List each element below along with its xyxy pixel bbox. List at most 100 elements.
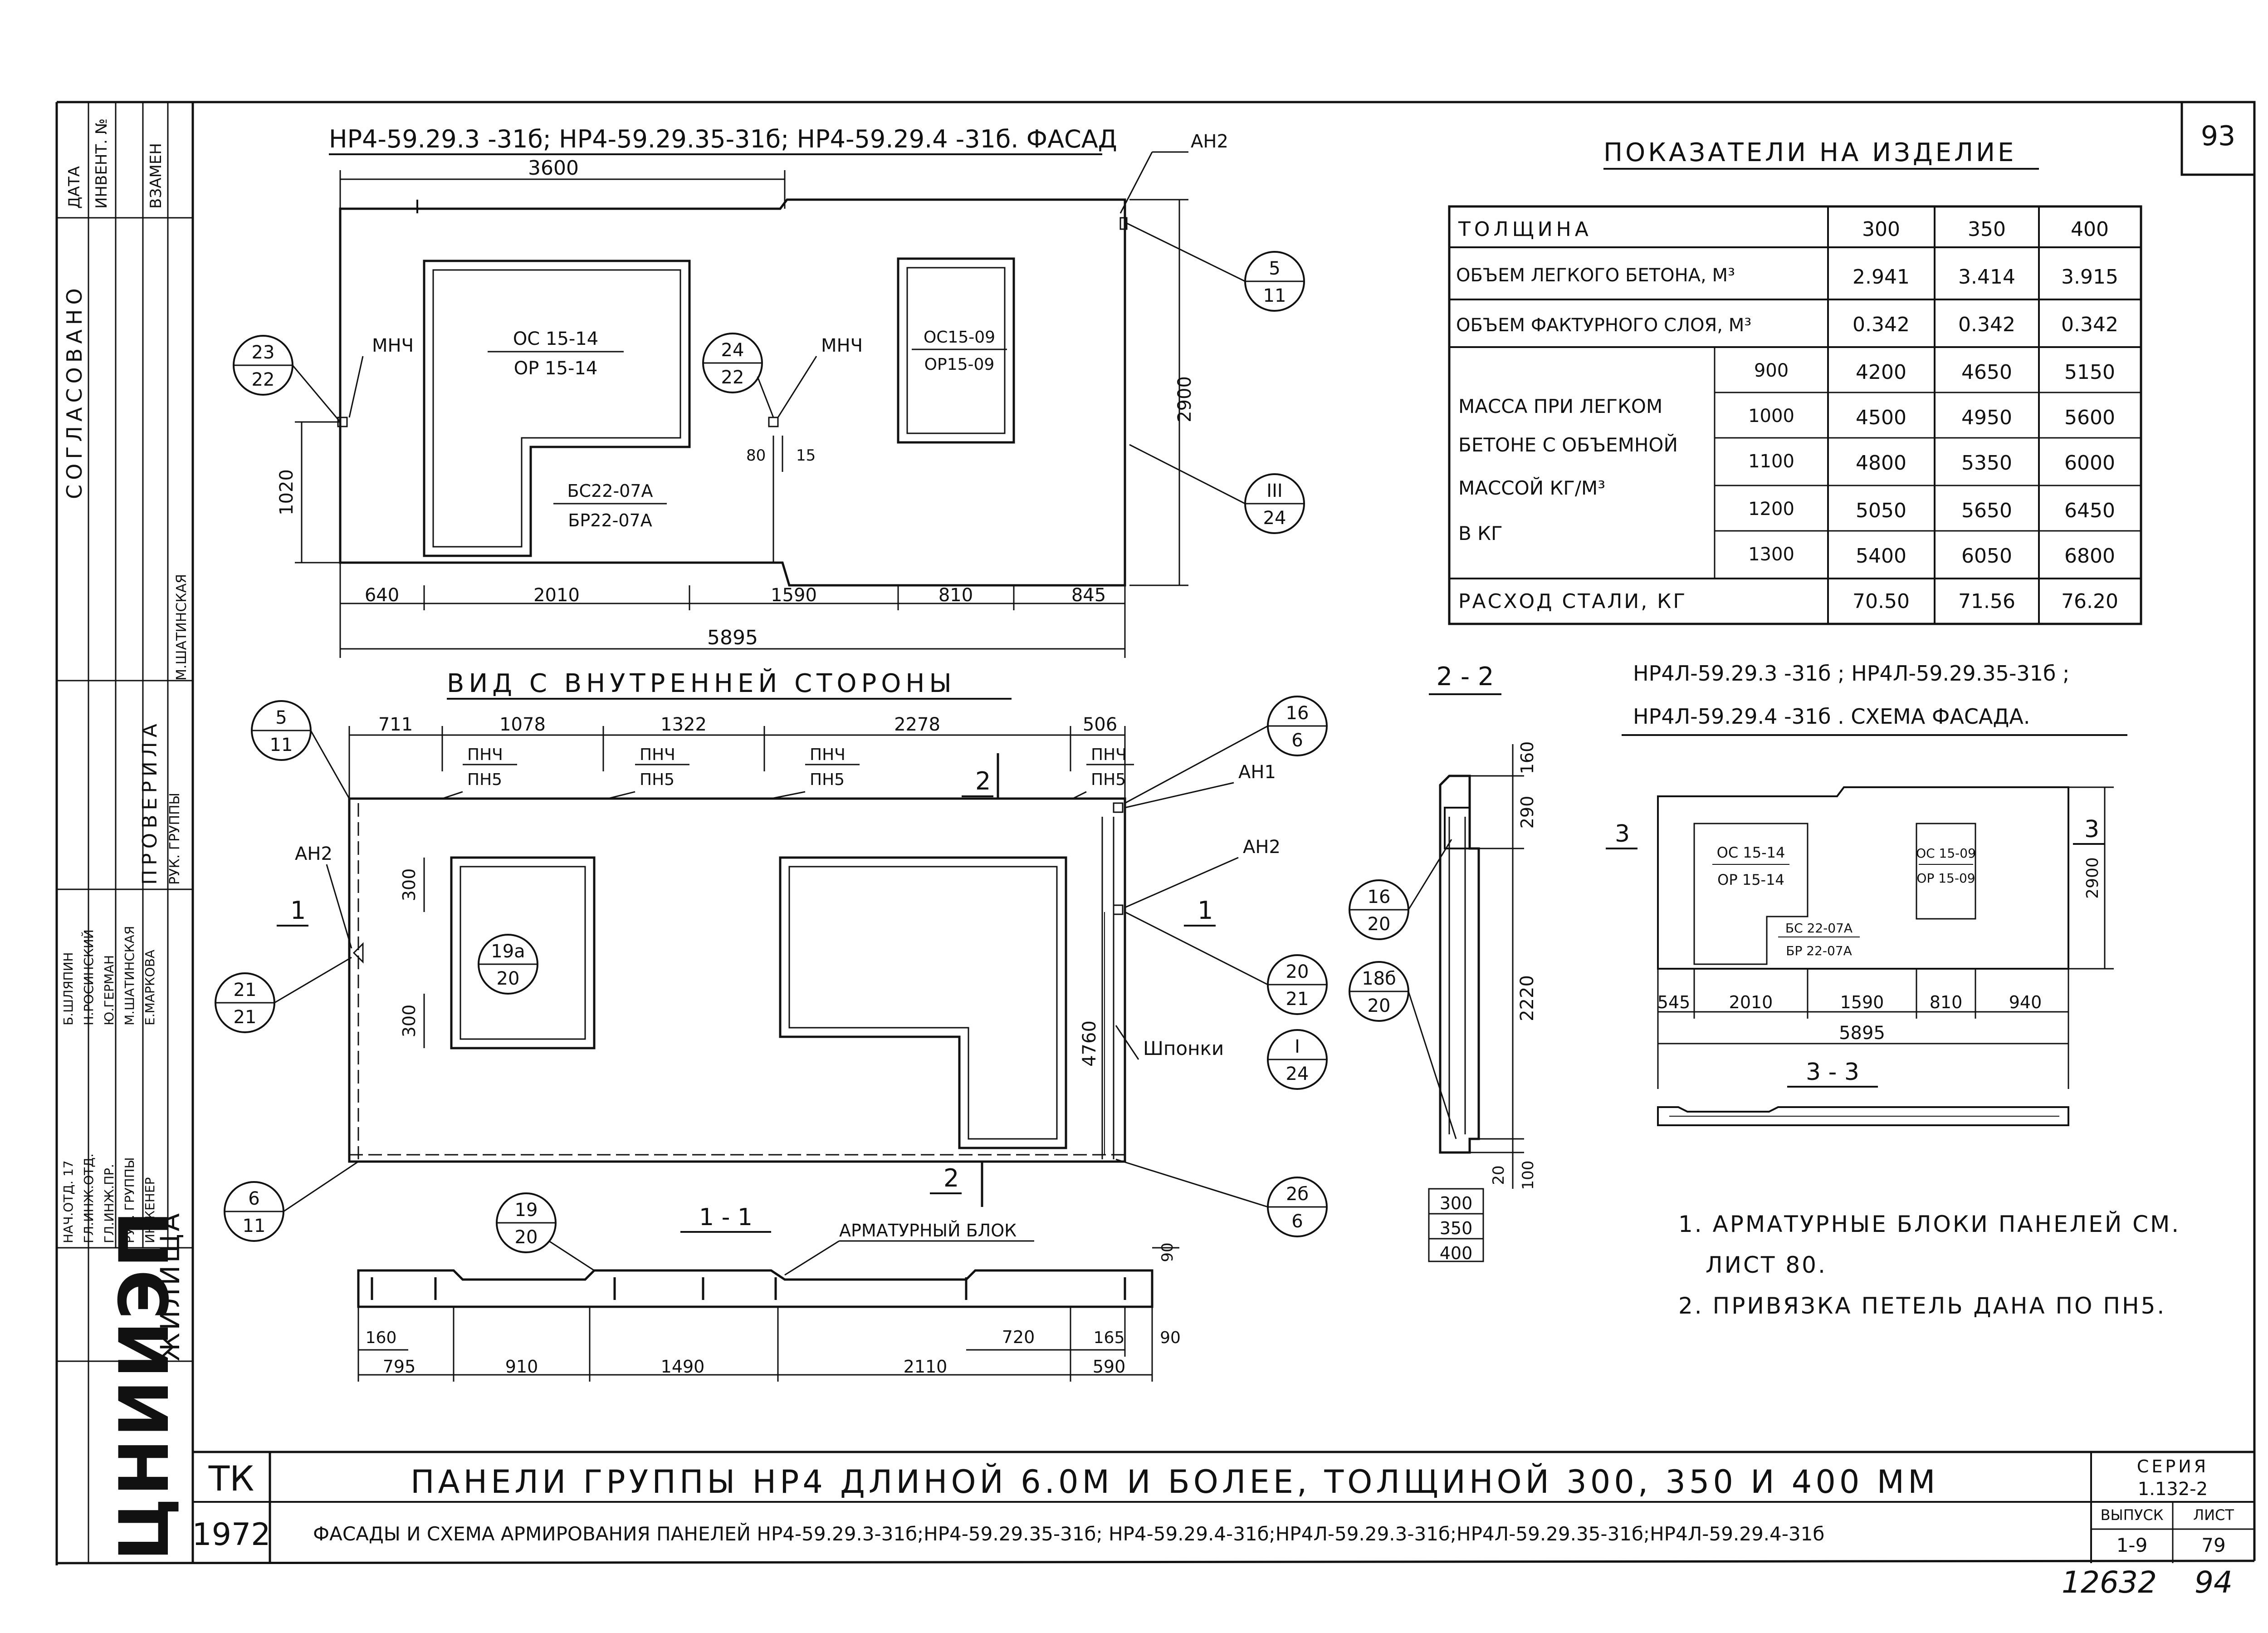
callout-den: 11 — [243, 1216, 266, 1236]
callout-num: 16 — [1368, 887, 1391, 907]
scheme-dim: 810 — [1930, 992, 1963, 1012]
facade-mnch-left: МНЧ — [372, 335, 414, 356]
sec22-dim: 20 — [1490, 1165, 1508, 1185]
series-value: 1.132-2 — [2138, 1479, 2208, 1500]
section-3-3-profile — [1657, 1106, 2069, 1126]
callout-2b-6: 2б 6 — [1115, 1158, 1328, 1237]
table-thickness-300: 300 — [1862, 218, 1900, 241]
stamp-name: Б.ШЛЯПИН — [61, 952, 76, 1025]
stamp-name: Е.МАРКОВА — [142, 950, 157, 1025]
pn5-text: ПН5 — [1091, 770, 1126, 789]
stamp-role: РУК. ГРУППЫ — [122, 1157, 137, 1243]
pn5-text: ПН5 — [640, 770, 675, 789]
facade-window1-bottom: ОР 15-14 — [514, 358, 598, 379]
callout-den: 24 — [1263, 508, 1286, 529]
cut-1-left: 1 — [290, 896, 306, 925]
table-steel-label: РАСХОД СТАЛИ, КГ — [1458, 590, 1687, 613]
facade-dim-top: 3600 — [528, 157, 579, 180]
table-cell: 4200 — [1856, 361, 1906, 384]
callout-num: I — [1295, 1036, 1300, 1057]
stamp-name: Н.РОСИНСКИЙ — [81, 929, 96, 1025]
left-stamp — [57, 102, 193, 1563]
callout-den: 20 — [1368, 995, 1391, 1016]
table-cell: 6450 — [2064, 499, 2115, 522]
table-cell: 70.50 — [1853, 590, 1910, 613]
callout-den: 6 — [1291, 730, 1303, 751]
section-2-2-profile — [1439, 775, 1480, 1154]
table-cell: 2.941 — [1853, 265, 1910, 289]
title-block — [193, 1451, 2254, 1563]
pnch-text: ПНЧ — [640, 745, 675, 764]
callout-den: 24 — [1286, 1064, 1309, 1084]
sec22-dim: 100 — [1519, 1161, 1537, 1190]
inner-top-dim: 506 — [1083, 714, 1117, 735]
stamp-checked-name: М.ШАТИНСКАЯ — [174, 574, 190, 681]
pnch-text: ПНЧ — [810, 745, 846, 764]
pn5-text: ПН5 — [810, 770, 845, 789]
scheme-dim: 2010 — [1729, 992, 1773, 1012]
sec22-thickness: 400 — [1440, 1243, 1473, 1263]
callout-23-22: 23 22 — [233, 335, 341, 422]
callout-16-6: 16 6 — [1124, 696, 1328, 804]
section-2-2-dims — [1428, 744, 1524, 1262]
sheet-label: ЛИСТ — [2193, 1506, 2234, 1524]
sec11-dim-90b: 90 — [1158, 1242, 1177, 1262]
facade-window2-bottom: ОР15-09 — [924, 355, 995, 374]
callout-num: 5 — [1269, 258, 1280, 279]
sec11-dim: 910 — [505, 1357, 538, 1377]
callout-I-24: I 24 — [1267, 1029, 1328, 1090]
inner-top-dim: 711 — [378, 714, 413, 735]
scheme-window1-bottom: ОР 15-14 — [1717, 871, 1784, 888]
cut-1-right: 1 — [1198, 896, 1213, 925]
table-cell: 0.342 — [1853, 313, 1910, 336]
stamp-replace-label: ВЗАМЕН — [147, 143, 165, 209]
main-title: ПАНЕЛИ ГРУППЫ НР4 ДЛИНОЙ 6.0М И БОЛЕЕ, Т… — [411, 1463, 1939, 1501]
note-line: 2. ПРИВЯЗКА ПЕТЕЛЬ ДАНА ПО ПН5. — [1678, 1293, 2166, 1319]
facade-dim-15: 15 — [796, 446, 816, 465]
table-thickness-350: 350 — [1968, 218, 2006, 241]
sec11-dim-720: 720 — [1002, 1327, 1035, 1347]
issue-value: 1-9 — [2116, 1534, 2148, 1556]
sec11-dim-165: 165 — [1094, 1329, 1125, 1347]
sec22-thickness: 300 — [1440, 1193, 1473, 1213]
table-cell: 4500 — [1856, 406, 1906, 429]
table-cell: 3.915 — [2061, 265, 2118, 289]
scheme-title-line1: НР4Л-59.29.3 -31б ; НР4Л-59.29.35-31б ; — [1633, 661, 2069, 686]
inner-an2-right-label: АН2 — [1243, 837, 1281, 858]
pnch-label-3: ПНЧ ПН5 — [771, 745, 860, 799]
callout-num: 20 — [1286, 961, 1309, 982]
callout-18b-20: 18б 20 — [1349, 961, 1457, 1139]
callout-den: 21 — [234, 1007, 257, 1028]
callout-24-22: 24 22 — [702, 333, 774, 418]
pnch-text: ПНЧ — [467, 745, 503, 764]
callout-num: 18б — [1362, 968, 1396, 989]
callout-den: 22 — [252, 369, 275, 390]
table-cell: 5650 — [1961, 499, 2012, 522]
sheet-value: 79 — [2201, 1534, 2225, 1556]
cut-2-top: 2 — [975, 767, 991, 795]
table-cell: 5400 — [1856, 544, 1906, 568]
callout-num: III — [1266, 481, 1282, 501]
stamp-signatories: НАЧ.ОТД. 17 Б.ШЛЯПИН ГЛ.ИНЖ.ОТД. Н.РОСИН… — [61, 926, 157, 1243]
facade-height-dim: 2900 — [1174, 376, 1195, 422]
callout-5-11: 5 11 — [1124, 221, 1305, 312]
callout-6-11: 6 11 — [224, 1161, 359, 1242]
sec22-dim: 290 — [1517, 796, 1537, 829]
table-cell: 0.342 — [2061, 313, 2118, 336]
scheme-door-top: БС 22-07А — [1785, 921, 1853, 936]
facade-dim-80: 80 — [746, 446, 766, 465]
indicators-title: ПОКАЗАТЕЛИ НА ИЗДЕЛИЕ — [1603, 138, 2016, 167]
inner-an2-left-label: АН2 — [295, 843, 332, 864]
mass-density: 1100 — [1748, 451, 1794, 472]
table-thickness-label: ТОЛЩИНА — [1458, 218, 1592, 241]
callout-den: 20 — [497, 968, 520, 989]
note-line: 1. АРМАТУРНЫЕ БЛОКИ ПАНЕЛЕЙ СМ. — [1678, 1211, 2180, 1237]
callout-num: 21 — [234, 980, 257, 1000]
callout-num: 6 — [248, 1188, 259, 1209]
cut-3-left: 3 — [1615, 820, 1630, 848]
pnch-label-1: ПНЧ ПН5 — [442, 745, 517, 799]
stamp-name: Ю.ГЕРМАН — [102, 955, 117, 1025]
series-label: СЕРИЯ — [2137, 1456, 2209, 1476]
table-cell: 6800 — [2064, 544, 2115, 568]
sub-title: ФАСАДЫ И СХЕМА АРМИРОВАНИЯ ПАНЕЛЕЙ НР4-5… — [313, 1522, 1824, 1545]
